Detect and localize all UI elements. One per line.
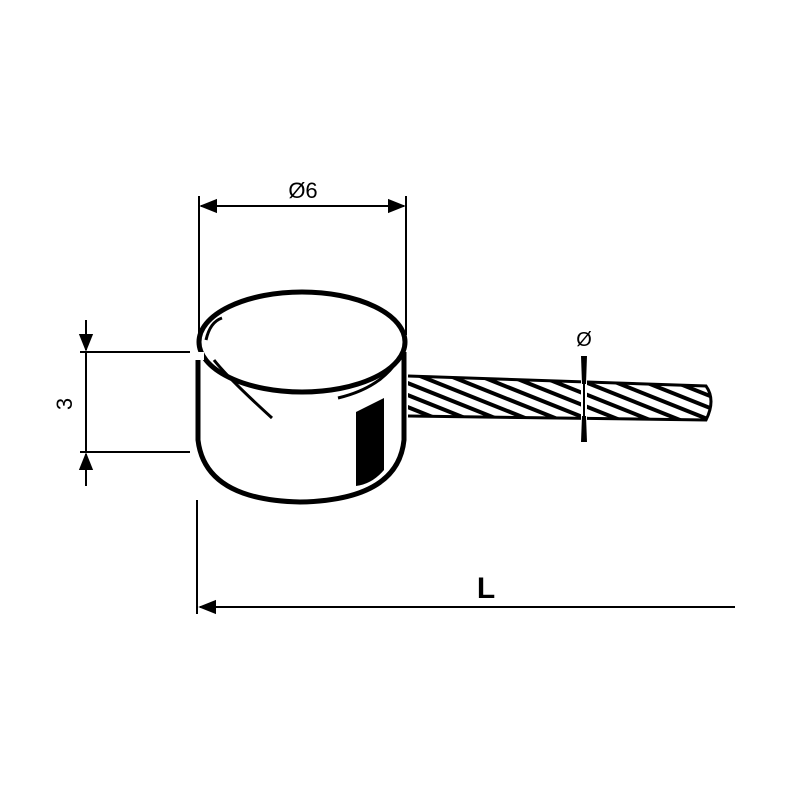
arrow-bottom — [581, 416, 587, 442]
cylinder-top — [196, 289, 408, 395]
arrow-top — [581, 356, 587, 384]
head-height-dimension: 3 — [52, 320, 190, 486]
total-length-label: L — [477, 572, 495, 605]
cable-outline — [407, 374, 713, 422]
head-diameter-dimension: Ø6 — [198, 178, 407, 350]
total-length-dimension: L — [196, 500, 735, 615]
cable-diameter-label: Ø — [576, 329, 592, 351]
shading — [356, 398, 384, 486]
head-diameter-label: Ø6 — [288, 178, 317, 203]
nipple-head — [190, 289, 408, 505]
cable-diameter-dimension: Ø — [576, 329, 592, 444]
cylinder-body — [195, 352, 407, 505]
head-height-label: 3 — [52, 398, 77, 410]
